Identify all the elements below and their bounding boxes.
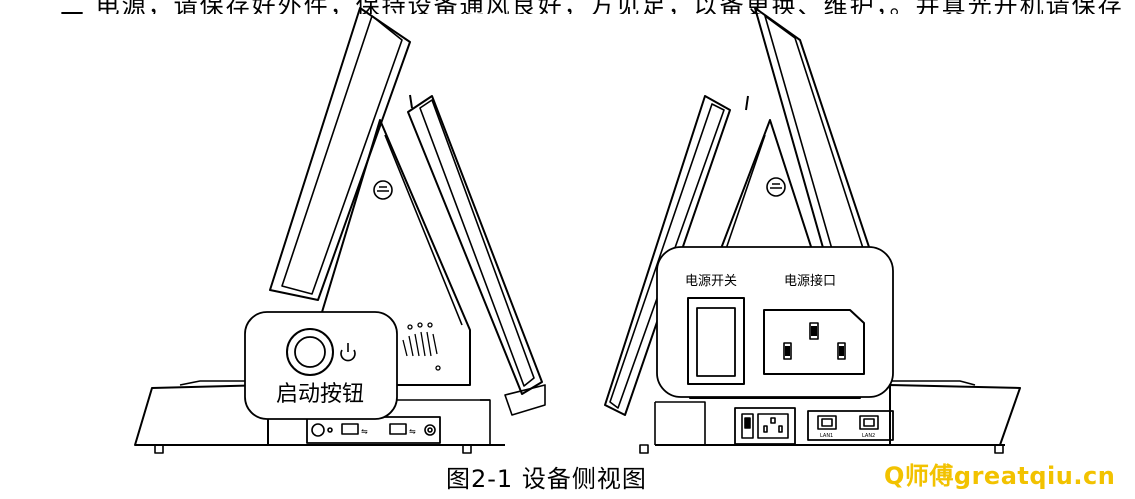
lock-icon	[373, 180, 393, 200]
power-port-label: 电源接口	[784, 274, 837, 289]
truncated-body-text: 二 电源，请保存好外件，保持设备通风良好，方见足，以备更换、维护，。并真光开机请…	[60, 0, 1124, 14]
svg-text:⇋: ⇋	[361, 427, 368, 436]
right-base	[639, 380, 1021, 454]
power-symbol-icon	[340, 343, 356, 362]
lan-port-2	[859, 415, 879, 430]
right-device	[604, 7, 1021, 454]
vent-grille	[402, 322, 441, 371]
left-rear-screen	[269, 7, 411, 301]
svg-text:⇋: ⇋	[409, 427, 416, 436]
power-callout	[656, 246, 894, 398]
start-button-callout	[244, 311, 398, 420]
power-switch-icon	[687, 297, 745, 385]
power-button-small-icon	[311, 423, 325, 437]
usb-port-2	[389, 423, 407, 435]
power-switch-small	[741, 413, 754, 439]
usb-port-1	[341, 423, 359, 435]
watermark: Q师傅greatqiu.cn	[884, 462, 1116, 490]
figure-caption: 图2-1 设备侧视图	[446, 465, 647, 493]
lan-port-1	[817, 415, 837, 430]
left-front-screen	[407, 95, 546, 416]
start-button-label: 启动按钮	[276, 382, 365, 407]
left-port-panel: ⇋ ⇋	[306, 416, 441, 444]
lan-label-2: LAN2	[862, 433, 875, 439]
lock-icon	[766, 177, 786, 197]
left-device: ⇋ ⇋	[134, 7, 546, 454]
start-button-icon	[286, 328, 334, 376]
power-switch-label: 电源开关	[685, 274, 738, 289]
right-power-panel	[734, 407, 796, 445]
power-inlet-small	[757, 413, 789, 439]
lan-label-1: LAN1	[820, 433, 833, 439]
right-front-screen	[604, 95, 731, 416]
right-lan-panel	[807, 410, 894, 441]
power-inlet-icon	[763, 309, 865, 375]
